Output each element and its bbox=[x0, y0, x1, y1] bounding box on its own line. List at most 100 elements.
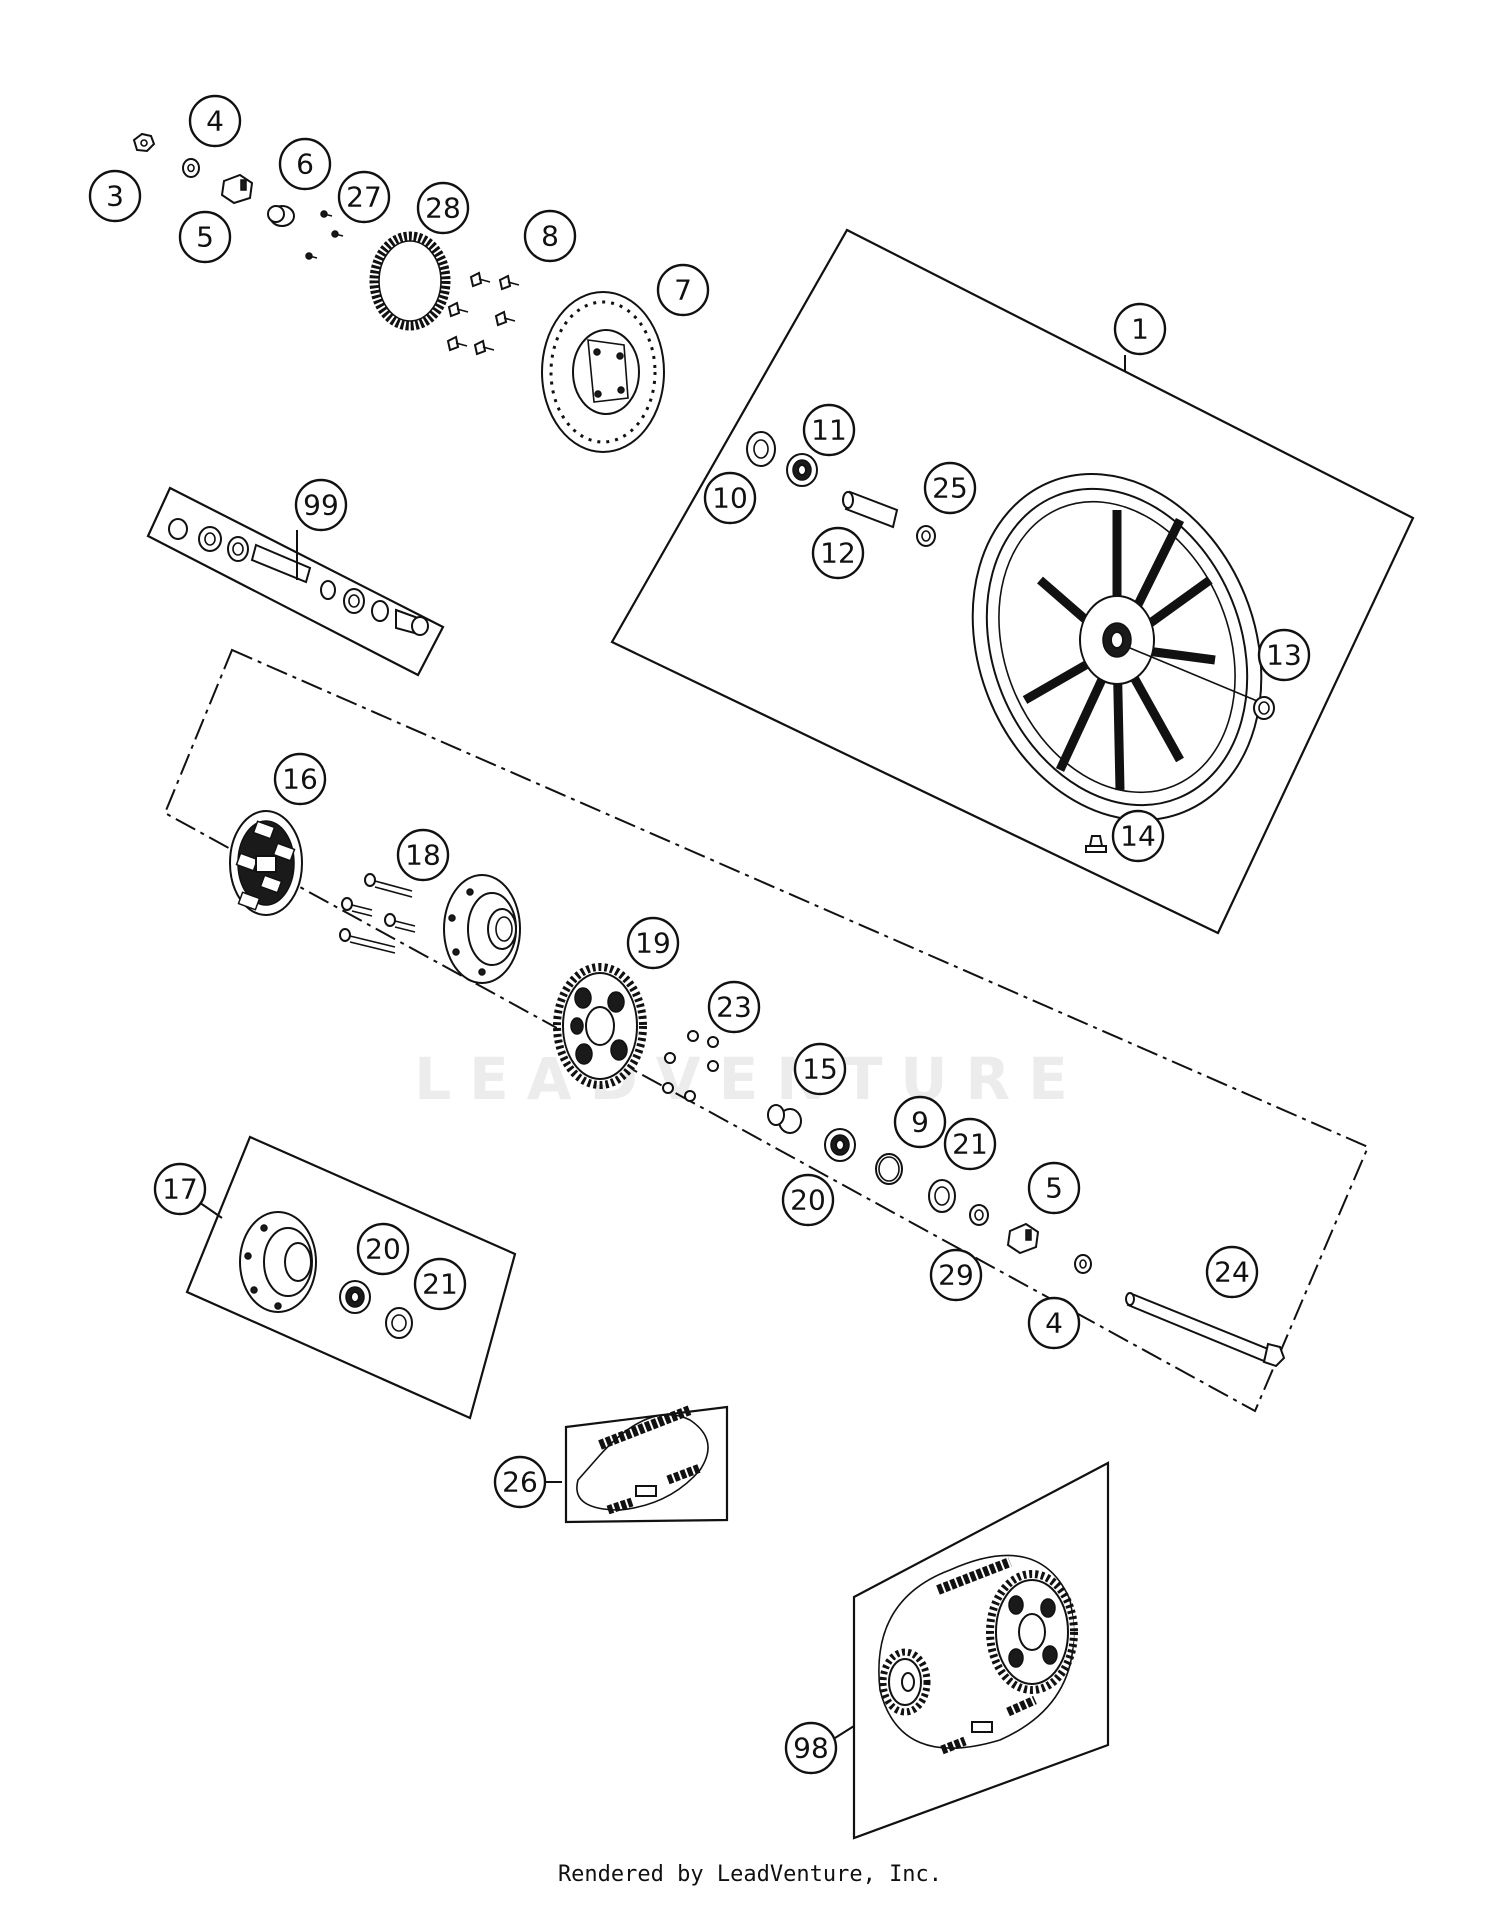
svg-text:3: 3 bbox=[106, 180, 124, 213]
svg-text:24: 24 bbox=[1214, 1256, 1250, 1289]
callout-5: 5 bbox=[178, 210, 232, 264]
svg-text:98: 98 bbox=[793, 1732, 829, 1765]
callout-12: 12 bbox=[811, 526, 865, 580]
callout-20: 20 bbox=[781, 1173, 835, 1227]
svg-text:19: 19 bbox=[635, 927, 671, 960]
screws-icon bbox=[305, 210, 344, 260]
valve-icon bbox=[1085, 835, 1107, 853]
svg-text:21: 21 bbox=[952, 1128, 988, 1161]
svg-text:99: 99 bbox=[303, 489, 339, 522]
bearing-icon bbox=[786, 453, 818, 487]
callout-99: 99 bbox=[294, 478, 348, 532]
chain-adjuster-icon bbox=[1006, 1222, 1040, 1255]
svg-text:15: 15 bbox=[802, 1053, 838, 1086]
disc-bolts-icon bbox=[446, 271, 520, 356]
svg-text:28: 28 bbox=[425, 192, 461, 225]
svg-text:20: 20 bbox=[365, 1233, 401, 1266]
callout-98: 98 bbox=[784, 1721, 838, 1775]
svg-text:21: 21 bbox=[422, 1268, 458, 1301]
callout-21: 21 bbox=[413, 1257, 467, 1311]
svg-text:7: 7 bbox=[674, 274, 692, 307]
svg-text:4: 4 bbox=[206, 105, 224, 138]
hub-kit-frame bbox=[185, 1135, 517, 1420]
callout-23: 23 bbox=[707, 980, 761, 1034]
callout-20: 20 bbox=[356, 1222, 410, 1276]
drive-chain-icon bbox=[576, 1405, 709, 1515]
callout-13: 13 bbox=[1257, 628, 1311, 682]
svg-text:23: 23 bbox=[716, 991, 752, 1024]
rear-wheel-rim-icon bbox=[971, 473, 1263, 821]
callout-21: 21 bbox=[943, 1117, 997, 1171]
seal-icon bbox=[928, 1179, 956, 1213]
sleeve-icon bbox=[916, 525, 936, 547]
callout-4: 4 bbox=[188, 94, 242, 148]
callout-28: 28 bbox=[416, 181, 470, 235]
callout-9: 9 bbox=[893, 1095, 947, 1149]
sprocket-nuts-icon bbox=[662, 1030, 719, 1102]
chain-kit-frame bbox=[852, 1461, 1110, 1840]
spacer-icon bbox=[969, 1204, 989, 1226]
svg-text:11: 11 bbox=[811, 414, 847, 447]
callout-6: 6 bbox=[278, 137, 332, 191]
seal-icon bbox=[746, 431, 776, 467]
svg-text:1: 1 bbox=[1131, 313, 1149, 346]
callout-7: 7 bbox=[656, 263, 710, 317]
bearing-kit-frame bbox=[146, 486, 445, 677]
callout-19: 19 bbox=[626, 916, 680, 970]
nut-icon bbox=[132, 132, 156, 153]
callout-1: 1 bbox=[1113, 302, 1167, 356]
svg-text:10: 10 bbox=[712, 482, 748, 515]
callout-26: 26 bbox=[493, 1455, 547, 1509]
brake-disc-icon bbox=[541, 291, 665, 453]
svg-text:26: 26 bbox=[502, 1466, 538, 1499]
callout-5: 5 bbox=[1027, 1161, 1081, 1215]
callout-3: 3 bbox=[88, 169, 142, 223]
callout-17: 17 bbox=[153, 1162, 207, 1216]
svg-text:9: 9 bbox=[911, 1106, 929, 1139]
svg-text:20: 20 bbox=[790, 1184, 826, 1217]
circlip-icon bbox=[875, 1153, 903, 1185]
svg-text:4: 4 bbox=[1045, 1307, 1063, 1340]
callout-24: 24 bbox=[1205, 1245, 1259, 1299]
svg-text:12: 12 bbox=[820, 537, 856, 570]
svg-text:25: 25 bbox=[932, 472, 968, 505]
svg-text:5: 5 bbox=[1045, 1172, 1063, 1205]
hub-kit-parts-icon bbox=[239, 1211, 413, 1339]
callout-15: 15 bbox=[793, 1042, 847, 1096]
bearing-kit-parts-icon bbox=[168, 518, 429, 636]
chain-kit-parts-icon bbox=[878, 1554, 1078, 1755]
footer-credit: Rendered by LeadVenture, Inc. bbox=[557, 1862, 943, 1887]
wheel-assembly-frame bbox=[610, 228, 1415, 935]
watermark: LEADVENTURE bbox=[414, 1045, 1086, 1113]
callout-4: 4 bbox=[1027, 1296, 1081, 1350]
svg-text:8: 8 bbox=[541, 220, 559, 253]
callout-10: 10 bbox=[703, 471, 757, 525]
hub-bolts-icon bbox=[339, 873, 416, 954]
callout-16: 16 bbox=[273, 752, 327, 806]
svg-text:13: 13 bbox=[1266, 639, 1302, 672]
callout-8: 8 bbox=[523, 209, 577, 263]
svg-text:16: 16 bbox=[282, 763, 318, 796]
hub-assembly-frame bbox=[163, 648, 1370, 1413]
svg-text:14: 14 bbox=[1120, 820, 1156, 853]
svg-text:18: 18 bbox=[405, 839, 441, 872]
callout-18: 18 bbox=[396, 828, 450, 882]
callout-27: 27 bbox=[337, 170, 391, 224]
callout-25: 25 bbox=[923, 461, 977, 515]
callout-11: 11 bbox=[802, 403, 856, 457]
cush-drive-damper-icon bbox=[229, 810, 303, 916]
washer-icon bbox=[1074, 1254, 1092, 1274]
seal-icon bbox=[1253, 696, 1275, 720]
svg-text:29: 29 bbox=[938, 1259, 974, 1292]
sprocket-carrier-icon bbox=[443, 874, 521, 984]
callout-14: 14 bbox=[1111, 809, 1165, 863]
svg-text:27: 27 bbox=[346, 181, 382, 214]
bearing-icon bbox=[824, 1128, 856, 1162]
svg-text:5: 5 bbox=[196, 221, 214, 254]
spacer-icon bbox=[767, 1104, 802, 1134]
wheel-axle-icon bbox=[1125, 1292, 1286, 1368]
svg-text:6: 6 bbox=[296, 148, 314, 181]
rear-sprocket-icon bbox=[553, 963, 647, 1089]
spacer-icon bbox=[267, 205, 295, 227]
